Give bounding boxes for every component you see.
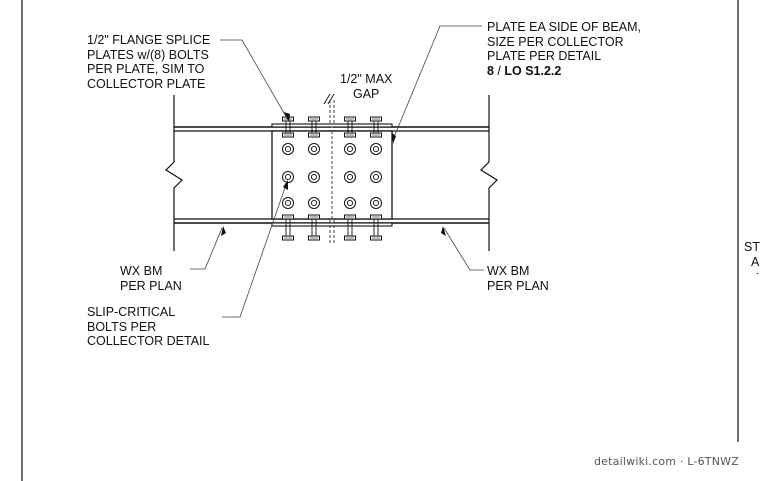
web-bolt [370,171,382,183]
flange-bolt [344,116,356,138]
top-flange-splice-plate [271,123,393,128]
web-bolt-nut [346,199,354,207]
flange-bolts [282,116,382,241]
leader-wx-bm-right [443,227,484,271]
web-bolt-nut [310,199,318,207]
leader-wx-bm-left [190,227,223,270]
leader-flange-splice [220,39,289,121]
web-bolt-nut [372,173,380,181]
web-bolts [282,143,382,209]
callout-flange-splice: 1/2" FLANGE SPLICE PLATES w/(8) BOLTS PE… [87,33,211,91]
callout-wx-bm-left: WX BM PER PLAN [120,264,182,293]
adjacent-detail-edge-text: ST A - [744,240,760,278]
web-bolt [370,143,382,155]
web-bolt [370,197,382,209]
callout-slip-critical: SLIP-CRITICAL BOLTS PER COLLECTOR DETAIL [87,305,210,348]
web-bolt [344,197,356,209]
web-bolt-nut [284,173,292,181]
web-bolt-nut [346,173,354,181]
flange-bolt [308,214,320,241]
web-bolt-nut [372,145,380,153]
flange-bolt [370,214,382,241]
callout-wx-bm-right: WX BM PER PLAN [487,264,549,293]
callout-plate-ea-side: PLATE EA SIDE OF BEAM, SIZE PER COLLECTO… [487,20,641,78]
web-bolt-nut [284,145,292,153]
web-bolt [344,171,356,183]
detail-reference: 8 / LO S1.2.2 [487,63,562,78]
web-bolt-nut [346,145,354,153]
leader-slip-critical [222,181,288,318]
leader-plate-ea-side [391,25,482,143]
beam-left [165,95,330,251]
leader-arrowheads [221,112,446,236]
watermark: detailwiki.com · L-6TNWZ [594,455,739,468]
callout-max-gap: 1/2" MAX GAP [340,72,393,101]
flange-bolt [344,214,356,241]
web-bolt [308,171,320,183]
flange-bolt [308,116,320,138]
web-bolt-nut [310,145,318,153]
web-bolt-nut [310,173,318,181]
web-bolt-nut [372,199,380,207]
web-bolt-nut [284,199,292,207]
web-bolt [282,197,294,209]
web-bolt [344,143,356,155]
leader-lines [190,25,484,318]
web-bolt [308,197,320,209]
flange-bolt [282,214,294,241]
web-bolt [282,143,294,155]
gap-tick-marks [323,93,335,105]
web-bolt [308,143,320,155]
flange-bolt [370,116,382,138]
